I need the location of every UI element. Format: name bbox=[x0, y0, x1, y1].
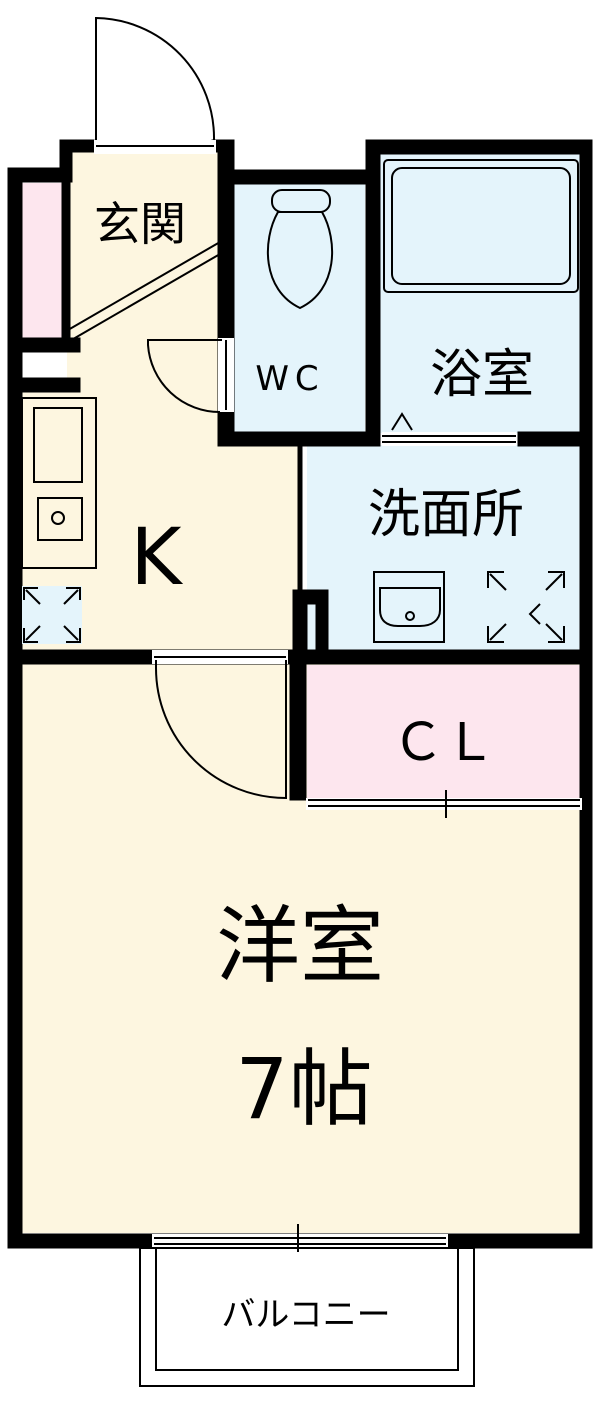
gap-washroom-door bbox=[382, 432, 516, 446]
room-labels: 玄関 WC 浴室 K 洗面所 ＣＬ 洋室 7帖 バルコニー bbox=[94, 197, 534, 1335]
wall-wc-bath bbox=[365, 141, 381, 443]
label-closet: ＣＬ bbox=[392, 713, 496, 773]
bathtub-icon bbox=[383, 159, 579, 293]
wall-washroom-pillar2 bbox=[315, 589, 329, 651]
wc-door-swing[interactable] bbox=[147, 339, 222, 414]
floor-wc bbox=[230, 183, 365, 433]
wall-wc-bottom bbox=[217, 431, 381, 447]
entrance-door-swing[interactable] bbox=[95, 16, 216, 141]
gap-balcony-window bbox=[152, 1234, 448, 1248]
kitchen-counter-icon bbox=[21, 397, 97, 569]
wall-shoe-box-bottom2 bbox=[7, 377, 81, 393]
toilet-icon bbox=[266, 189, 334, 310]
label-balcony: バルコニー bbox=[221, 1295, 390, 1335]
balcony bbox=[139, 1247, 475, 1387]
wall-bath-top bbox=[365, 139, 593, 155]
bath-door-marker bbox=[391, 412, 413, 431]
wall-shoe-box-side bbox=[61, 169, 71, 341]
wall-east bbox=[579, 141, 593, 1249]
fridge-space-icon bbox=[22, 586, 82, 644]
entrance-step-line bbox=[67, 241, 221, 331]
room-fills bbox=[18, 150, 583, 1233]
label-bath: 浴室 bbox=[430, 345, 534, 405]
wall-bath-bottom bbox=[517, 431, 593, 447]
washbasin-icon bbox=[373, 571, 445, 643]
wall-kitchen-washroom-thin bbox=[297, 445, 303, 597]
label-entrance: 玄関 bbox=[94, 197, 186, 251]
wall-shoe-box-bottom bbox=[7, 337, 81, 353]
western-door-swing[interactable] bbox=[155, 660, 287, 800]
label-western-room-size: 7帖 bbox=[235, 1040, 372, 1138]
floor-entrance-kitchen bbox=[18, 150, 300, 655]
label-washroom: 洗面所 bbox=[368, 485, 524, 545]
wall-north-left bbox=[7, 167, 69, 183]
entrance-step-line2 bbox=[67, 253, 221, 343]
wall-west bbox=[7, 169, 23, 1249]
label-wc: WC bbox=[255, 359, 324, 399]
wall-wc-top bbox=[217, 169, 374, 185]
balcony-inner bbox=[155, 1247, 459, 1371]
label-kitchen: K bbox=[130, 513, 183, 603]
floor-shoe-box bbox=[18, 183, 63, 338]
doors bbox=[67, 16, 580, 1252]
label-western-room: 洋室 bbox=[216, 897, 384, 995]
washer-space-icon bbox=[487, 571, 565, 643]
wall-closet-west bbox=[289, 649, 307, 801]
floor-closet bbox=[307, 665, 583, 798]
wall-entrance-top bbox=[59, 139, 95, 153]
